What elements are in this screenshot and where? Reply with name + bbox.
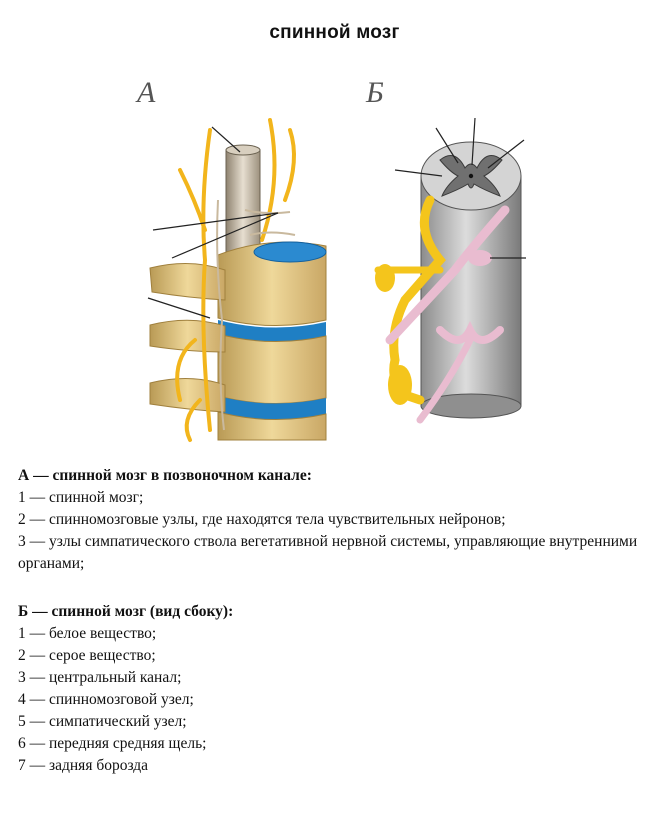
disc-1 [218,320,326,342]
legend-a-item-2: 2 — спинномозговые узлы, где находятся т… [18,511,506,528]
legend-a-item-3: 3 — узлы симпатического ствола вегетатив… [18,533,638,572]
figure-label-b: Б [366,76,384,109]
legend-b-item-7: 7 — задняя борозда [18,757,149,774]
process-3 [149,377,226,413]
legend-b-item-5: 5 — симпатический узел; [18,713,187,730]
spinal-ganglion [468,250,492,266]
lower-ganglion [388,365,412,405]
figure-a-vertebral-column [147,117,526,442]
legend-b-item-6: 6 — передняя средняя щель; [18,735,207,752]
legend-b: Б — спинной мозг (вид сбоку): 1 — белое … [18,601,658,777]
cylinder-bottom [420,393,522,419]
legend-b-item-3: 3 — центральный канал; [18,669,182,686]
vertebra-1 [217,241,327,327]
legend-b-item-1: 1 — белое вещество; [18,625,157,642]
legend-b-item-2: 2 — серое вещество; [18,647,156,664]
spinal-nerves [175,118,296,442]
spinal-cord-top [225,144,261,156]
legend-b-item-4: 4 — спинномозговой узел; [18,691,194,708]
leader-lines-a [147,126,279,319]
process-2 [149,319,226,353]
disc-top [253,241,327,263]
nerve-roots-b [374,195,510,424]
legend-a-heading: А — спинной мозг в позвоночном канале: [18,467,312,484]
figure-label-a: А [137,76,156,109]
legend-a-item-1: 1 — спинной мозг; [18,489,144,506]
sympathetic-trunk [216,199,296,431]
legend-a: А — спинной мозг в позвоночном канале: 1… [18,465,658,575]
vertebrae [149,241,327,441]
process-1 [149,262,226,301]
sensory-root [385,205,510,345]
disc-2 [218,396,326,420]
legend-b-heading: Б — спинной мозг (вид сбоку): [18,603,234,620]
vertebra-2 [217,333,327,405]
central-canal [468,173,474,179]
page-title: спинной мозг [269,22,400,43]
sympathetic-ganglion [375,264,395,292]
vertebra-3 [217,411,327,441]
figure-b-cord-segment [420,141,522,419]
leader-lines-b [394,117,526,259]
